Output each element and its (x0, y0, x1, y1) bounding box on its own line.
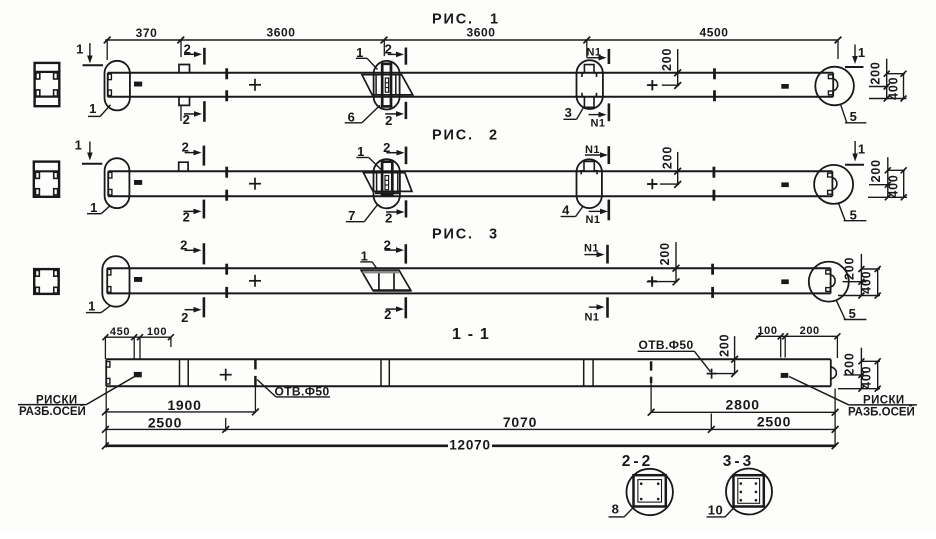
svg-text:1: 1 (858, 142, 866, 157)
svg-text:2: 2 (385, 211, 393, 226)
svg-text:2500: 2500 (148, 415, 182, 431)
svg-text:N1: N1 (590, 118, 605, 130)
svg-text:ОТВ.Ф50: ОТВ.Ф50 (274, 385, 329, 399)
svg-text:10: 10 (708, 503, 723, 518)
svg-text:2500: 2500 (757, 414, 791, 430)
svg-text:2-2: 2-2 (622, 453, 653, 470)
svg-text:100: 100 (757, 325, 777, 337)
svg-text:400: 400 (886, 77, 900, 100)
svg-text:400: 400 (860, 366, 874, 389)
svg-text:2: 2 (183, 112, 191, 127)
svg-text:1: 1 (90, 200, 98, 215)
svg-text:N1: N1 (585, 214, 600, 226)
svg-text:РАЗБ.ОСЕЙ: РАЗБ.ОСЕЙ (19, 405, 86, 418)
svg-text:2: 2 (385, 42, 393, 57)
svg-text:200: 200 (660, 48, 674, 71)
svg-text:12070: 12070 (449, 437, 491, 452)
svg-text:2: 2 (184, 42, 192, 57)
svg-text:200: 200 (658, 242, 672, 265)
svg-text:2: 2 (384, 238, 392, 253)
svg-text:РИС.: РИС. (432, 128, 474, 144)
svg-text:РИС.: РИС. (432, 227, 474, 243)
svg-text:5: 5 (850, 207, 858, 222)
svg-text:200: 200 (800, 325, 820, 337)
svg-text:1900: 1900 (167, 397, 201, 413)
svg-text:200: 200 (843, 352, 857, 375)
svg-text:1: 1 (361, 249, 369, 264)
svg-text:200: 200 (661, 146, 675, 169)
svg-text:1: 1 (88, 299, 96, 314)
svg-text:8: 8 (612, 502, 620, 517)
svg-text:2: 2 (489, 128, 497, 144)
svg-text:3600: 3600 (266, 26, 295, 40)
svg-text:1: 1 (76, 42, 84, 57)
svg-text:200: 200 (868, 61, 882, 84)
svg-text:2: 2 (183, 210, 191, 225)
svg-text:370: 370 (136, 26, 158, 40)
svg-text:2: 2 (181, 310, 189, 325)
svg-text:400: 400 (860, 271, 874, 294)
svg-text:ОТВ.Ф50: ОТВ.Ф50 (638, 338, 693, 352)
svg-text:100: 100 (147, 326, 167, 338)
svg-text:2800: 2800 (726, 396, 760, 412)
svg-text:N1: N1 (585, 144, 600, 156)
svg-text:2: 2 (384, 307, 392, 322)
svg-text:1: 1 (75, 138, 83, 153)
svg-text:1: 1 (89, 101, 97, 116)
svg-text:N1: N1 (586, 47, 601, 59)
svg-text:РИС.: РИС. (432, 12, 474, 28)
svg-text:3: 3 (565, 105, 573, 120)
svg-text:200: 200 (869, 159, 883, 182)
svg-text:1: 1 (357, 144, 365, 159)
svg-text:N1: N1 (584, 243, 599, 255)
svg-text:1: 1 (858, 45, 866, 60)
svg-text:2: 2 (385, 113, 393, 128)
svg-text:РИСКИ: РИСКИ (863, 395, 905, 407)
svg-text:7070: 7070 (503, 414, 537, 430)
svg-text:3-3: 3-3 (723, 453, 754, 470)
svg-text:5: 5 (849, 306, 857, 321)
svg-text:N1: N1 (584, 312, 599, 324)
svg-text:1: 1 (356, 45, 364, 60)
svg-text:4: 4 (562, 203, 570, 218)
svg-text:200: 200 (718, 334, 732, 357)
svg-text:2: 2 (383, 140, 391, 155)
svg-text:РИСКИ: РИСКИ (36, 394, 78, 406)
svg-text:400: 400 (887, 174, 901, 197)
svg-text:7: 7 (348, 208, 356, 223)
svg-text:5: 5 (850, 109, 858, 124)
svg-text:200: 200 (843, 257, 857, 280)
svg-text:2: 2 (180, 238, 188, 253)
svg-text:3600: 3600 (466, 26, 495, 40)
svg-text:450: 450 (110, 326, 130, 338)
svg-text:РАЗБ.ОСЕЙ: РАЗБ.ОСЕЙ (848, 405, 915, 418)
svg-text:4500: 4500 (699, 26, 728, 40)
svg-text:6: 6 (348, 110, 356, 125)
svg-text:1: 1 (490, 12, 498, 28)
svg-text:2: 2 (182, 140, 190, 155)
svg-text:3: 3 (489, 227, 497, 243)
svg-text:1 - 1: 1 - 1 (452, 326, 490, 343)
